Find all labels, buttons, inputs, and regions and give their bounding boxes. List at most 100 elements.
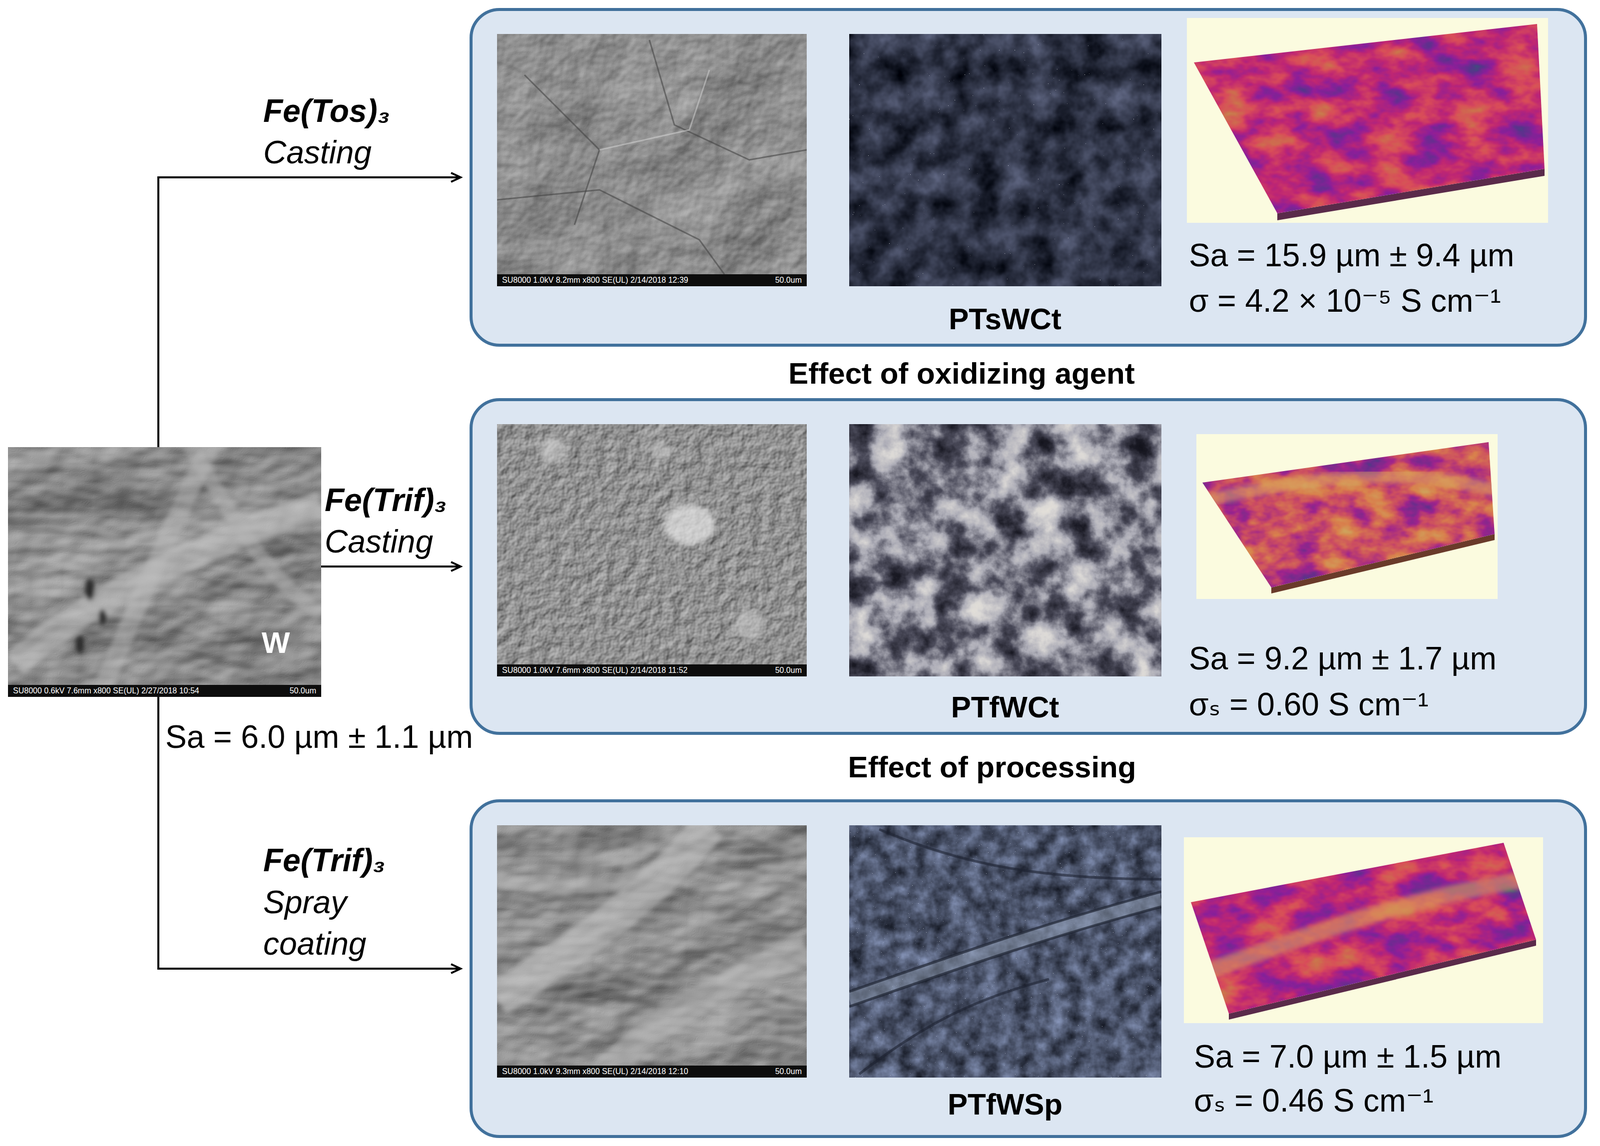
label-slot: 50.0um [775,665,802,675]
bright-blob [664,504,715,545]
bright-blob [539,437,765,640]
text-slot: Sa = 15.9 µm ± 9.4 µm [1188,236,1515,275]
text-slot: W [261,624,291,661]
panel-fill [469,398,1588,735]
text-slot: σₛ = 0.46 S cm⁻¹ [1193,1081,1434,1120]
sem-texture [497,825,807,1078]
profile-backdrop [1183,837,1544,1024]
paper-fiber [189,447,322,615]
fiber-edge [859,979,1050,1074]
text-slot: σₛ = 0.60 S cm⁻¹ [1188,685,1429,724]
profile-band [1208,476,1494,500]
roughness-value: Sa = 6.0 µm ± 1.1 µm [165,717,474,757]
text-slot: Sa = 9.2 µm ± 1.7 µm [1188,639,1497,678]
optical-micrograph [849,825,1162,1078]
label-slot: SU8000 1.0kV 7.6mm x800 SE(UL) 2/14/2018… [502,665,688,675]
reaction-condition: Fe(Trif)₃ Spray coating [263,839,386,965]
wrinkle [497,39,807,275]
surface-profile [1183,837,1544,1024]
reaction-condition: Fe(Tos)₃ Casting [263,90,391,174]
pore [84,578,95,601]
result-panel: PTsWCt Sa = 15.9 µm ± 9.4 µm σ = 4.2 × 10⁻… [469,7,1588,347]
result-panel: PTfWCt Sa = 9.2 µm ± 1.7 µm σₛ = 0.60 S cm… [469,398,1588,735]
paper-fiber [599,949,807,1066]
sem-texture [497,33,807,287]
pore [98,608,107,625]
optical-micrograph [849,424,1162,677]
text-slot: σ = 4.2 × 10⁻⁵ S cm⁻¹ [1188,281,1502,321]
text-slot: PTsWCt [948,301,1062,338]
sem-info-bar [497,1065,807,1078]
label-slot: Effect of oxidizing agent [788,355,1135,392]
label-slot: 50.0um [289,685,317,696]
profile-backdrop [1186,17,1549,223]
pore [75,635,85,654]
wrinkle [649,39,807,160]
sample-code: PTfWCt [951,689,1060,726]
panel-fill [469,7,1588,347]
profile-band [1208,476,1494,500]
flow-arrow [158,177,461,448]
profile-surface [1190,842,1537,1014]
text-slot: Sa = 7.0 µm ± 1.5 µm [1193,1037,1502,1076]
conductivity-value: σₛ = 0.60 S cm⁻¹ [1188,685,1429,724]
sem-info: SU8000 1.0kV 8.2mm x800 SE(UL) 2/14/2018… [502,275,689,285]
optical-micrograph [849,825,1162,1078]
label-slot: Effect of processing [848,749,1137,786]
bright-blob [649,439,670,460]
sem-info-bar [497,664,807,677]
paper-fiber [99,447,210,685]
wrinkle [497,189,725,275]
sem-image [7,447,322,697]
sem-image [497,33,807,287]
profile-band [1198,879,1529,975]
scale-bar-label: 50.0um [289,685,317,696]
wrinkle [599,69,710,150]
paper-fiber [14,447,322,685]
conductivity-value: σ = 4.2 × 10⁻⁵ S cm⁻¹ [1188,281,1502,321]
conductivity-value: σₛ = 0.46 S cm⁻¹ [1193,1081,1434,1120]
text-slot: Sa = 6.0 µm ± 1.1 µm [165,717,474,757]
label-slot: SU8000 0.6kV 7.6mm x800 SE(UL) 2/27/2018… [12,685,200,696]
paper-fiber [849,829,1162,1074]
edge-label-slot: Fe(Trif)₃ Casting [324,479,447,563]
text-slot: PTfWCt [951,689,1060,726]
reaction-condition: Fe(Trif)₃ Casting [324,479,447,563]
optical-micrograph [849,33,1162,287]
sample-letter: W [261,624,291,661]
scale-bar-label: 50.0um [775,665,802,675]
paper-fiber [497,825,710,1000]
text-slot: PTfWSp [947,1086,1063,1123]
paper-fiber [849,899,1162,1000]
profile-surface [1202,442,1495,588]
flow-arrow [321,565,461,568]
result-panel: PTfWSp Sa = 7.0 µm ± 1.5 µm σₛ = 0.46 S cm… [469,799,1588,1138]
fiber-edge [849,891,1162,992]
sem-info-bar [497,274,807,287]
label-slot: SU8000 1.0kV 8.2mm x800 SE(UL) 2/14/2018… [502,275,689,285]
sem-texture [497,424,807,677]
edge-label-slot: Fe(Trif)₃ Spray coating [263,839,386,965]
bright-blob [734,609,765,640]
roughness-value: Sa = 15.9 µm ± 9.4 µm [1188,236,1515,275]
surface-profile [1196,434,1498,599]
sample-code: PTfWSp [947,1086,1063,1123]
sem-info-bar [7,684,322,697]
edge-label-slot: Fe(Tos)₃ Casting [263,90,391,174]
section-heading: Effect of oxidizing agent [788,355,1135,392]
paper-fiber [497,825,807,1066]
sem-info: SU8000 0.6kV 7.6mm x800 SE(UL) 2/27/2018… [12,685,200,696]
profile-band [1198,879,1529,975]
section-heading: Effect of processing [848,749,1137,786]
sem-texture [7,447,322,697]
scale-bar-label: 50.0um [775,1066,802,1076]
sample-code: PTsWCt [948,301,1062,338]
roughness-value: Sa = 9.2 µm ± 1.7 µm [1188,639,1497,678]
label-slot: 50.0um [775,1066,802,1076]
profile-backdrop [1196,434,1498,599]
paper-fiber [497,869,650,888]
label-slot: 50.0um [775,275,802,285]
paper-fiber [497,825,807,1066]
sem-image [497,825,807,1078]
sem-micrograph: WSa = 6.0 µm ± 1.1 µm [7,447,322,697]
